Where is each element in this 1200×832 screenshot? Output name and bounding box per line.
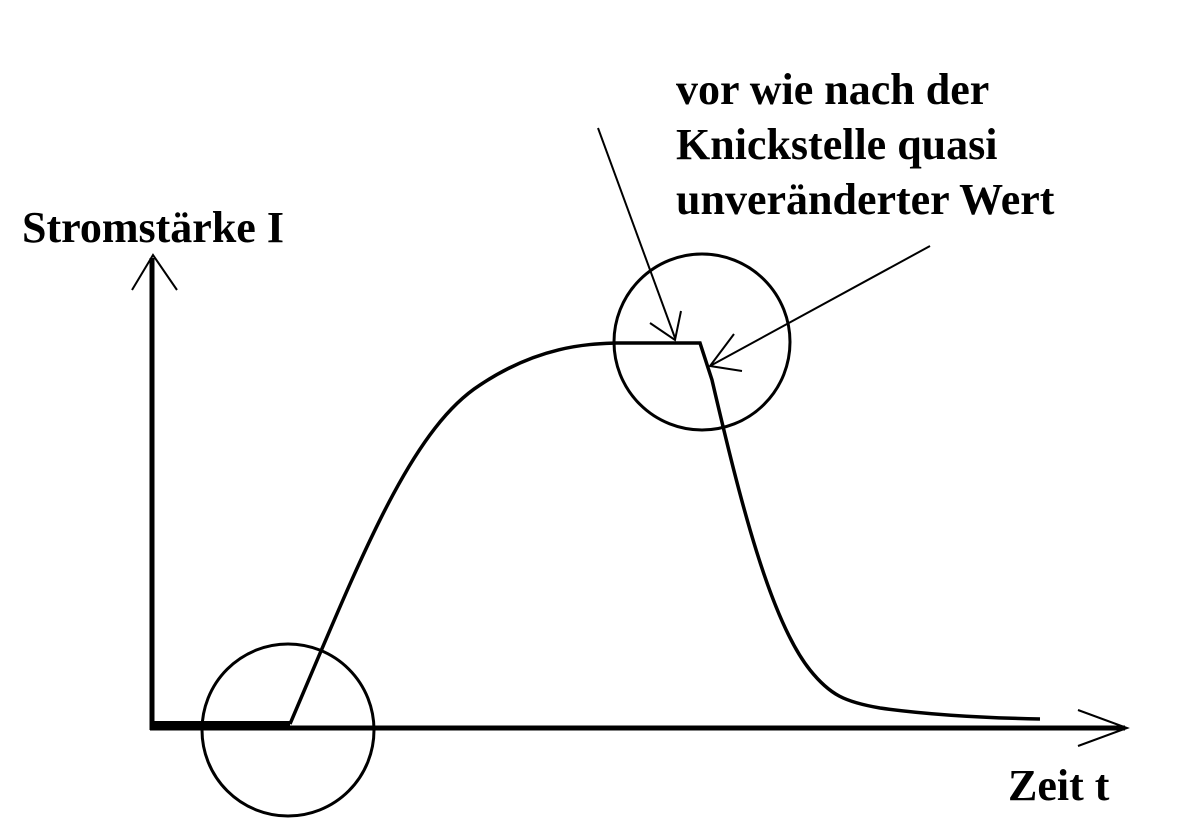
- y-axis-label: Stromstärke I: [22, 203, 284, 252]
- annotation-arrow-left-head: [649, 310, 682, 342]
- annotation-arrow-left-shaft: [597, 127, 676, 339]
- y-axis-arrowhead: [131, 253, 178, 291]
- annotation-arrow-right-head: [708, 333, 743, 372]
- annotation-line: Knickstelle quasi: [676, 120, 998, 169]
- kink-highlight-circle: [612, 252, 792, 432]
- annotation-line: vor wie nach der: [676, 65, 990, 114]
- annotation-line: unveränderter Wert: [676, 175, 1055, 224]
- start-highlight-circle: [200, 642, 376, 818]
- x-axis-label: Zeit t: [1008, 761, 1110, 810]
- annotation-arrow-right-shaft: [709, 245, 931, 367]
- x-axis-arrowhead: [1077, 709, 1130, 747]
- annotation-text: vor wie nach der Knickstelle quasi unver…: [676, 62, 1054, 227]
- current-curve: [288, 341, 1041, 725]
